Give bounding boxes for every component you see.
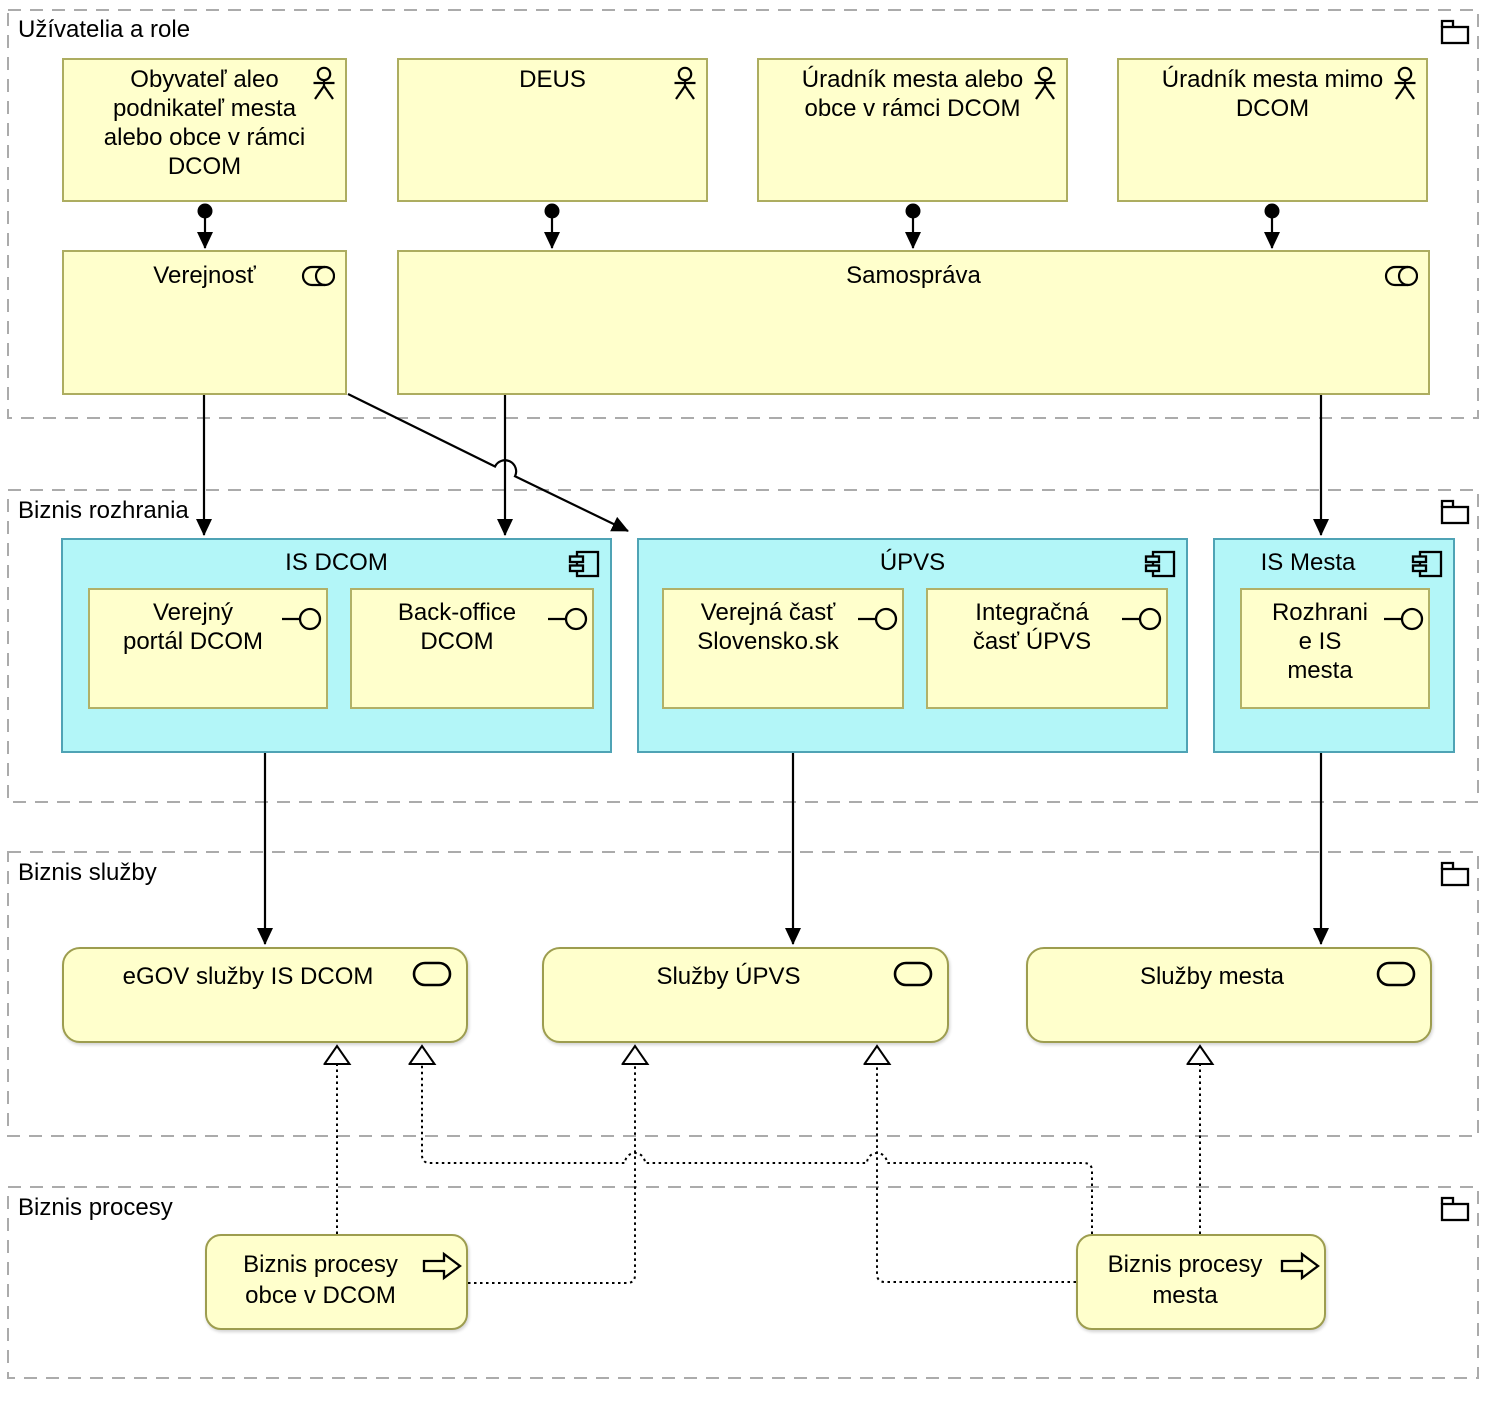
actor-box-obyvatel: Obyvateľ aleo podnikateľ mesta alebo obc… [62,58,347,202]
section-title-processes: Biznis procesy [18,1194,173,1221]
section-frame-services [7,851,1479,1137]
component-label: ÚPVS [879,549,946,576]
role-icon [1384,265,1418,287]
actor-box-uradnik-dcom: Úradník mesta alebo obce v rámci DCOM [757,58,1068,202]
role-icon [301,265,335,287]
folder-icon [1440,19,1470,45]
section-title-interfaces: Biznis rozhrania [18,497,189,524]
actor-box-uradnik-mimo-dcom: Úradník mesta mimo DCOM [1117,58,1428,202]
role-label: Verejnosť [153,262,256,289]
component-upvs: ÚPVS Verejná časť Slovensko.sk Integračn… [637,538,1188,753]
actor-label: Úradník mesta mimo DCOM [1161,66,1384,122]
actor-label: Úradník mesta alebo obce v rámci DCOM [801,66,1024,122]
interface-icon [548,607,588,631]
component-is-dcom: IS DCOM Verejný portál DCOM Back-office … [61,538,612,753]
interface-label: Verejný portál DCOM [122,599,264,655]
service-label: eGOV služby IS DCOM [122,963,374,990]
service-label: Služby ÚPVS [656,963,801,990]
component-icon [1411,550,1443,578]
process-biznis-procesy-mesta: Biznis procesy mesta [1076,1234,1326,1330]
interface-rozhranie-is-mesta: Rozhrani e IS mesta [1240,588,1430,709]
component-label: IS DCOM [285,549,388,576]
actor-icon [1392,66,1418,102]
component-icon [1144,550,1176,578]
interface-verejny-portal-dcom: Verejný portál DCOM [88,588,328,709]
section-title-users: Užívatelia a role [18,16,191,43]
process-label: Biznis procesy obce v DCOM [243,1251,398,1309]
section-frame-interfaces [7,489,1479,803]
interface-label: Rozhrani e IS mesta [1271,599,1369,684]
process-label: Biznis procesy mesta [1107,1251,1263,1309]
process-icon [1280,1251,1320,1281]
interface-label: Verejná časť Slovensko.sk [697,599,839,655]
component-is-mesta: IS Mesta Rozhrani e IS mesta [1213,538,1455,753]
folder-icon [1440,1196,1470,1222]
service-egov-sluzby-is-dcom: eGOV služby IS DCOM [62,947,468,1043]
actor-box-deus: DEUS [397,58,708,202]
folder-icon [1440,499,1470,525]
interface-icon [858,607,898,631]
section-frame-users [7,9,1479,419]
process-biznis-procesy-obce: Biznis procesy obce v DCOM [205,1234,468,1330]
service-sluzby-mesta: Služby mesta [1026,947,1432,1043]
interface-icon [1384,607,1424,631]
service-icon [412,961,452,987]
actor-icon [1032,66,1058,102]
actor-icon [672,66,698,102]
service-icon [1376,961,1416,987]
actor-label: DEUS [519,66,586,93]
process-icon [422,1251,462,1281]
interface-icon [1122,607,1162,631]
role-box-verejnost: Verejnosť [62,250,347,395]
interface-integracna-cast-upvs: Integračná časť ÚPVS [926,588,1168,709]
role-label: Samospráva [846,262,981,289]
interface-label: Back-office DCOM [397,599,517,655]
service-sluzby-upvs: Služby ÚPVS [542,947,949,1043]
interface-label: Integračná časť ÚPVS [972,599,1092,655]
section-title-services: Biznis služby [18,859,157,886]
interface-verejna-cast-slovensko: Verejná časť Slovensko.sk [662,588,904,709]
role-box-samosprava: Samospráva [397,250,1430,395]
folder-icon [1440,861,1470,887]
section-frame-processes [7,1186,1479,1379]
service-label: Služby mesta [1139,963,1285,990]
interface-icon [282,607,322,631]
component-label: IS Mesta [1260,549,1356,576]
actor-icon [311,66,337,102]
service-icon [893,961,933,987]
actor-label: Obyvateľ aleo podnikateľ mesta alebo obc… [103,66,306,180]
component-icon [568,550,600,578]
interface-backoffice-dcom: Back-office DCOM [350,588,594,709]
